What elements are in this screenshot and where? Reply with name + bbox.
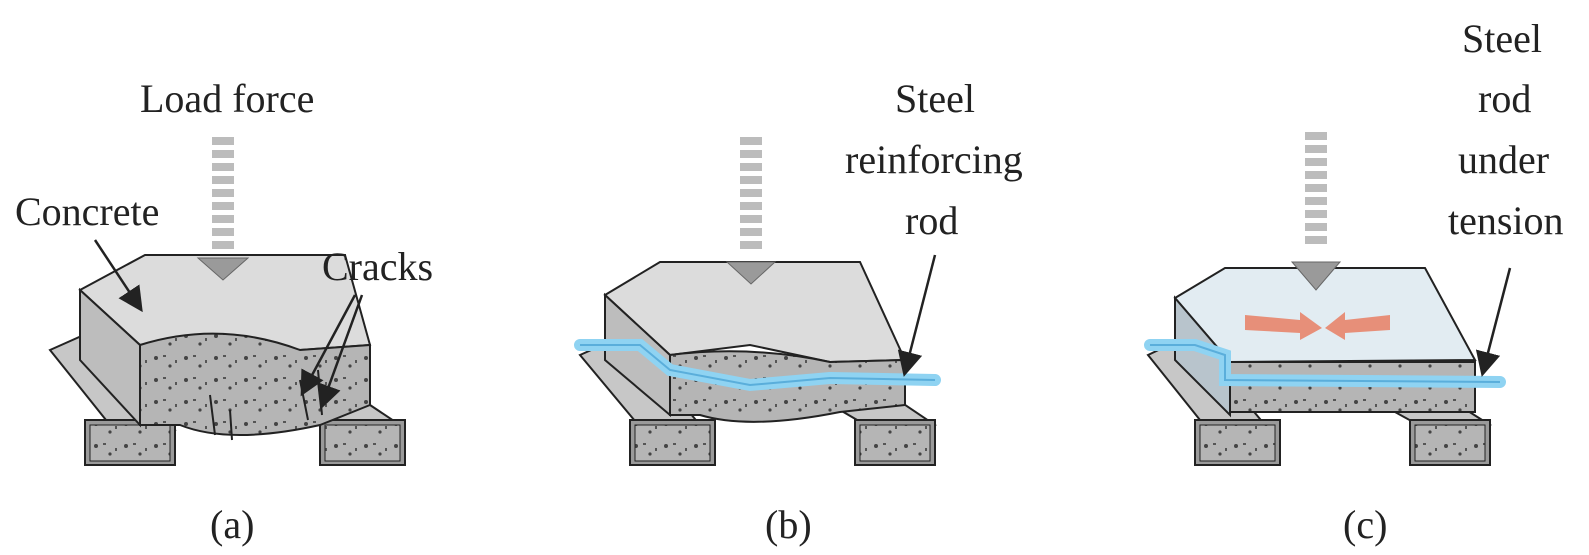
load-force-label: Load force bbox=[140, 76, 314, 121]
concrete-slab-c bbox=[1173, 267, 1477, 418]
steel-rod-c-edge bbox=[1150, 344, 1501, 383]
concrete-slab-b bbox=[603, 261, 907, 423]
caption-b: (b) bbox=[765, 502, 812, 547]
cracks-pointer-1 bbox=[300, 294, 357, 397]
rod-label-c-3: under bbox=[1458, 137, 1549, 182]
rod-label-b-3: rod bbox=[905, 198, 958, 243]
concrete-label: Concrete bbox=[15, 189, 159, 234]
tension-arrow-left bbox=[1325, 312, 1390, 340]
concrete-pointer bbox=[93, 239, 143, 313]
concrete-slab-a bbox=[78, 254, 372, 441]
cracks-label: Cracks bbox=[322, 244, 433, 289]
support-right-c bbox=[1392, 388, 1492, 466]
rod-pointer-b bbox=[897, 254, 937, 377]
caption-a: (a) bbox=[210, 502, 254, 547]
rod-pointer-c bbox=[1475, 267, 1512, 377]
rod-label-b-1: Steel bbox=[895, 76, 975, 121]
tension-arrow-right bbox=[1245, 312, 1322, 340]
steel-rod-b-edge bbox=[580, 344, 936, 387]
caption-c: (c) bbox=[1343, 502, 1387, 547]
load-arrow-c bbox=[1290, 132, 1342, 291]
rod-label-b-2: reinforcing bbox=[845, 137, 1023, 182]
rod-label-c-2: rod bbox=[1478, 76, 1531, 121]
panel-c: Steel rod under tension (c) bbox=[1144, 16, 1564, 547]
panel-b: Steel reinforcing rod (b) bbox=[574, 76, 1023, 547]
panel-a: Load force Concrete Cracks (a) bbox=[15, 76, 433, 547]
rod-label-c-1: Steel bbox=[1462, 16, 1542, 61]
cracks-pointer-2 bbox=[317, 294, 364, 410]
rod-label-c-4: tension bbox=[1448, 198, 1564, 243]
load-arrow-a bbox=[196, 137, 250, 281]
load-arrow-b bbox=[725, 137, 777, 285]
